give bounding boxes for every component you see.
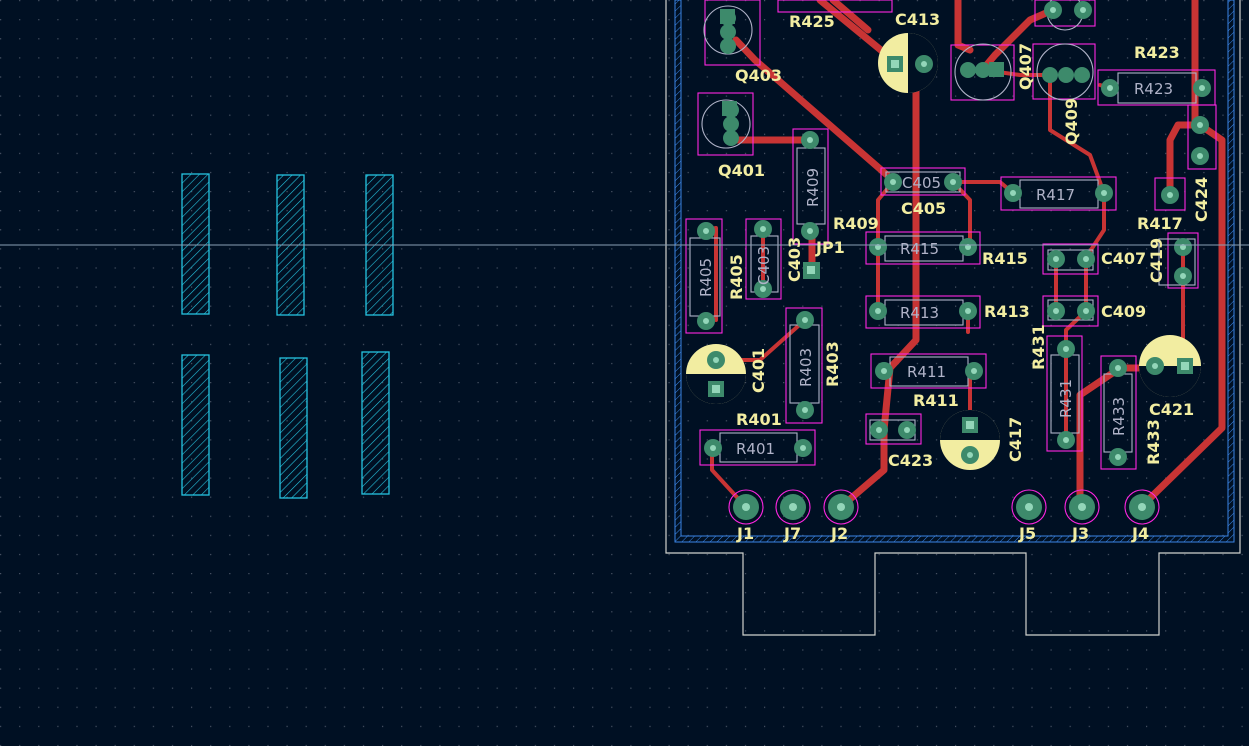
ref-r405: R405 <box>727 254 746 300</box>
ref-r423: R423 <box>1134 43 1180 62</box>
board-edge <box>665 0 1241 636</box>
ref-c423: C423 <box>888 451 933 470</box>
ref-q409: Q409 <box>1062 98 1081 145</box>
reference-labels: R425 C413 Q403 R423 Q407 Q409 Q401 R409 … <box>718 10 1211 543</box>
ref-r415: R415 <box>982 249 1028 268</box>
ref-j4: J4 <box>1131 524 1149 543</box>
pads[interactable] <box>697 1 1211 525</box>
ref-c403: C403 <box>785 237 804 282</box>
connector-pads[interactable] <box>728 489 1160 525</box>
val-r413: R413 <box>900 304 939 322</box>
ref-c405: C405 <box>901 199 946 218</box>
ref-j5: J5 <box>1018 524 1036 543</box>
ref-r413: R413 <box>984 302 1030 321</box>
val-r411: R411 <box>907 363 946 381</box>
val-r433: R433 <box>1110 397 1128 436</box>
ref-c417: C417 <box>1006 417 1025 462</box>
val-r415: R415 <box>900 240 939 258</box>
val-r403: R403 <box>797 348 815 387</box>
ref-c413: C413 <box>895 10 940 29</box>
ref-q401: Q401 <box>718 161 765 180</box>
zone-1[interactable] <box>181 173 210 315</box>
ref-q407: Q407 <box>1016 43 1035 90</box>
ref-r433: R433 <box>1144 419 1163 465</box>
ref-r403: R403 <box>823 341 842 387</box>
val-c405: C405 <box>902 174 941 192</box>
ref-c401: C401 <box>749 348 768 393</box>
ref-r409: R409 <box>833 214 879 233</box>
zone-5[interactable] <box>279 357 308 499</box>
ref-jp1: JP1 <box>815 238 845 257</box>
val-c403: C403 <box>755 246 773 285</box>
ref-c419: C419 <box>1147 238 1166 283</box>
val-r409: R409 <box>804 168 822 207</box>
ref-c421: C421 <box>1149 400 1194 419</box>
keepout-outline <box>674 0 1235 543</box>
val-r431: R431 <box>1057 379 1075 418</box>
ref-c407: C407 <box>1101 249 1146 268</box>
zone-group[interactable] <box>181 173 394 499</box>
ref-c424: C424 <box>1192 177 1211 222</box>
ref-r417: R417 <box>1137 214 1183 233</box>
ref-r431: R431 <box>1029 324 1048 370</box>
ref-r401: R401 <box>736 410 782 429</box>
ref-r425: R425 <box>789 12 835 31</box>
ref-j2: J2 <box>830 524 848 543</box>
ref-r411: R411 <box>913 391 959 410</box>
val-r405: R405 <box>697 258 715 297</box>
zone-6[interactable] <box>361 351 390 495</box>
val-r417: R417 <box>1036 186 1075 204</box>
ref-j1: J1 <box>736 524 754 543</box>
ref-c409: C409 <box>1101 302 1146 321</box>
ref-j7: J7 <box>783 524 801 543</box>
ref-q403: Q403 <box>735 66 782 85</box>
courtyards <box>685 0 1217 470</box>
val-r401: R401 <box>736 440 775 458</box>
value-labels: R423 R409 C405 R417 R405 C403 R415 R413 … <box>697 80 1173 458</box>
zone-4[interactable] <box>181 354 210 496</box>
ref-j3: J3 <box>1071 524 1089 543</box>
val-r423: R423 <box>1134 80 1173 98</box>
